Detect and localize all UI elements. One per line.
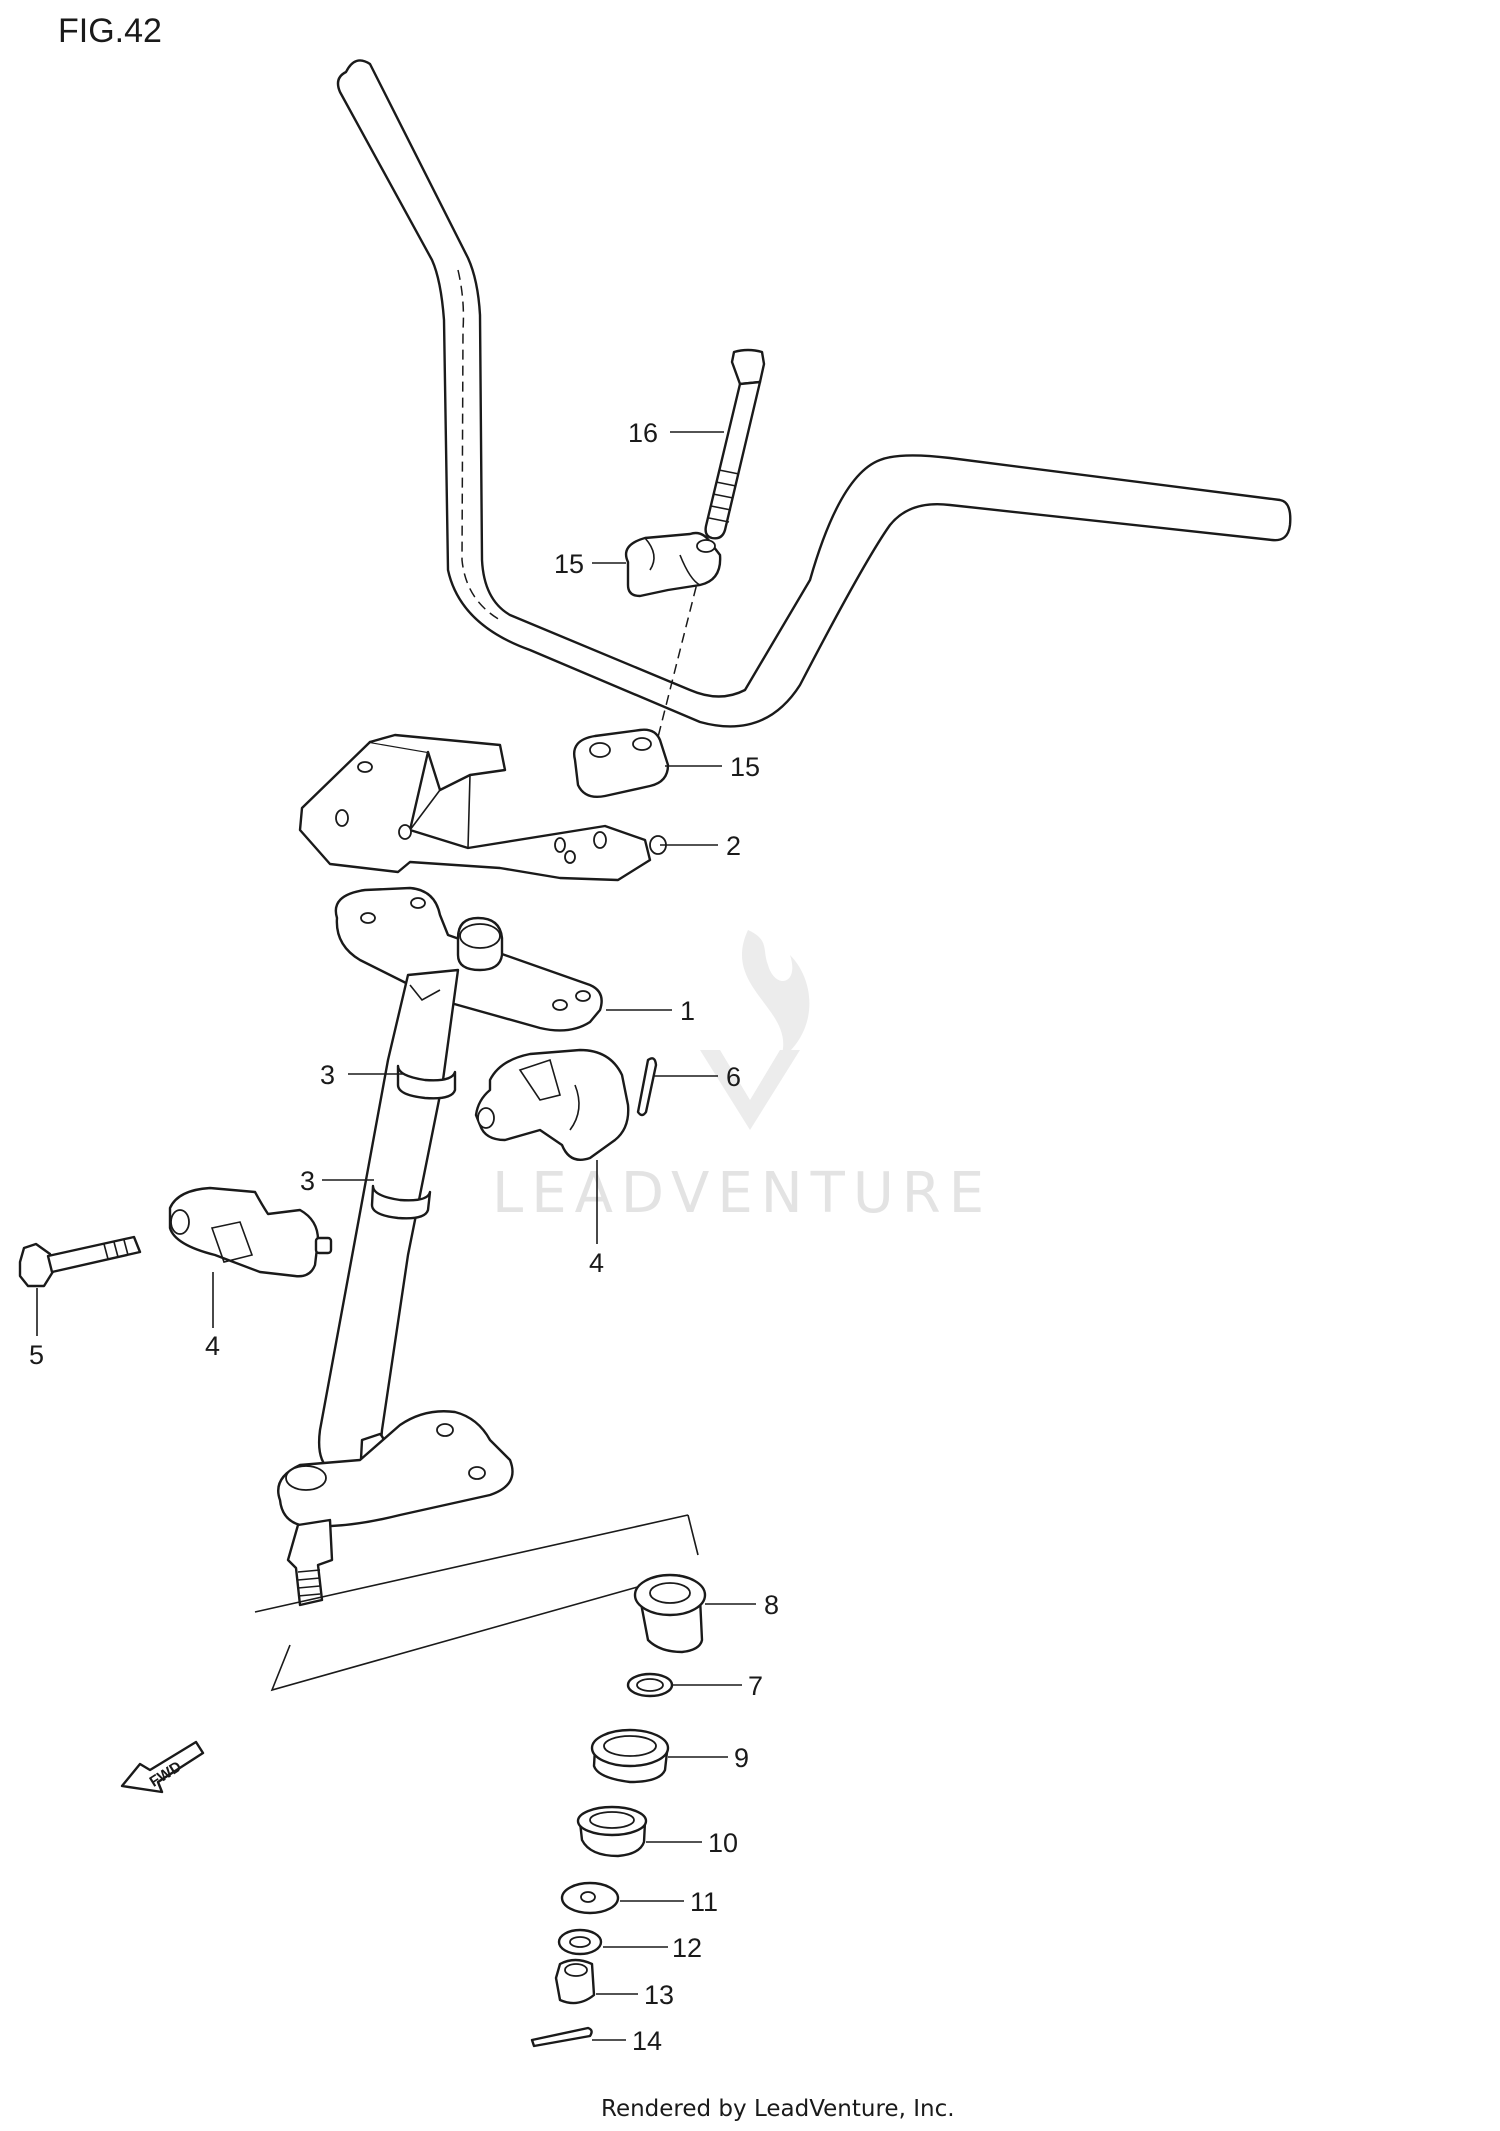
part-5-bolt xyxy=(18,1235,142,1288)
part-15-upper-holder xyxy=(624,531,722,598)
part-7-washer-hole xyxy=(636,1678,664,1692)
callout-9: 9 xyxy=(734,1743,749,1773)
callout-4-left: 4 xyxy=(205,1331,220,1361)
callout-labels: 16 15 15 2 1 6 3 3 4 4 5 8 7 9 10 11 12 … xyxy=(29,418,779,2056)
part-14-cotter-pin xyxy=(530,2026,593,2048)
callout-3-lower: 3 xyxy=(300,1166,315,1196)
callout-13: 13 xyxy=(644,1980,674,2010)
callout-12: 12 xyxy=(672,1933,702,1963)
callout-10: 10 xyxy=(708,1828,738,1858)
part-10-seal xyxy=(576,1805,648,1858)
part-4-left-holder xyxy=(168,1186,333,1278)
fwd-arrow-icon: FWD xyxy=(120,1740,205,1794)
part-15-lower-holder xyxy=(573,728,670,799)
callout-16: 16 xyxy=(628,418,658,448)
part-12-washer-hole xyxy=(569,1936,591,1948)
callout-7: 7 xyxy=(748,1671,763,1701)
callout-11: 11 xyxy=(690,1887,718,1917)
callout-8: 8 xyxy=(764,1590,779,1620)
callout-15-upper: 15 xyxy=(554,549,584,579)
part-11-washer-hole xyxy=(580,1891,596,1903)
callout-3-upper: 3 xyxy=(320,1060,335,1090)
callout-15-lower: 15 xyxy=(730,752,760,782)
part-6-cotter-pin xyxy=(636,1057,658,1117)
part-2-bracket xyxy=(298,733,667,882)
part-13-nut xyxy=(554,1958,596,2005)
leader-lines xyxy=(36,431,756,2041)
part-16-bolt xyxy=(655,348,766,746)
watermark: LEADVENTURE xyxy=(492,930,992,1226)
callout-2: 2 xyxy=(726,831,741,861)
part-9-seal xyxy=(590,1728,670,1784)
callout-4-right: 4 xyxy=(589,1248,604,1278)
explode-lines xyxy=(254,1514,699,1692)
part-1-upper-bracket xyxy=(334,886,603,1032)
figure-title: FIG.42 xyxy=(58,12,162,50)
part-8-bushing xyxy=(633,1573,707,1654)
part-3-steering-shaft xyxy=(277,968,514,1607)
handlebar xyxy=(336,59,1292,728)
part-4-right-holder xyxy=(474,1048,630,1162)
watermark-text: LEADVENTURE xyxy=(492,1161,992,1226)
callout-14: 14 xyxy=(632,2026,662,2056)
callout-6: 6 xyxy=(726,1062,741,1092)
callout-1: 1 xyxy=(680,996,695,1026)
footer-credit: Rendered by LeadVenture, Inc. xyxy=(601,2096,955,2122)
callout-5: 5 xyxy=(29,1340,44,1370)
